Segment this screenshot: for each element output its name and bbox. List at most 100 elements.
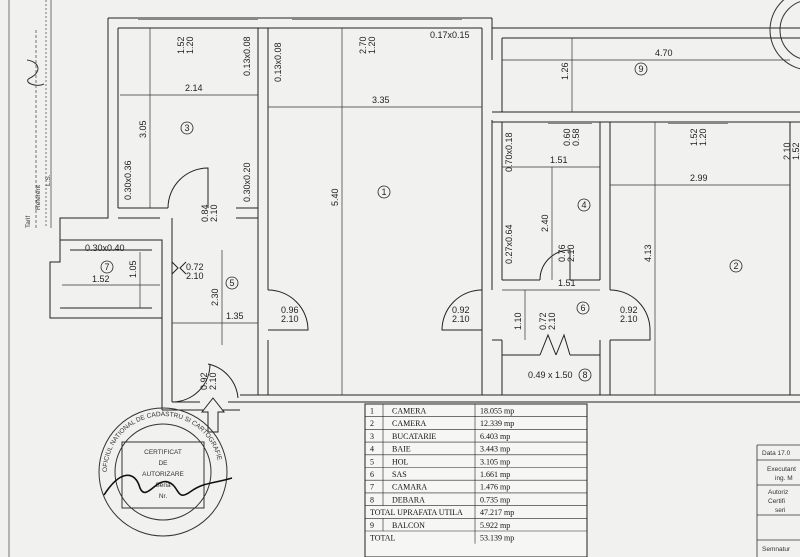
table-room-name: CAMARA: [392, 483, 427, 492]
info-executant-name: ing. M: [775, 475, 793, 482]
room-marker-3: [180, 121, 194, 135]
label-line: 2.10: [186, 271, 204, 281]
room-number-2: 2: [733, 261, 738, 271]
label-line: 0.96: [281, 305, 299, 315]
label-line: 1.20: [367, 36, 377, 54]
room-marker-4: [577, 198, 591, 212]
dim-0-49x1-50: 0.49 x 1.50: [528, 370, 573, 380]
table-room-name: TOTAL: [370, 534, 396, 543]
room-number-6: 6: [580, 303, 585, 313]
entry-arrow: [200, 397, 226, 433]
label-line: 2.10: [566, 244, 576, 262]
table-room-area: 3.443 mp: [480, 445, 510, 454]
info-semnatura: Semnatur: [762, 546, 791, 553]
niche-0-27x0-64: 0.27x0.64: [504, 224, 514, 264]
side-label-tarif: Tarif: [25, 216, 32, 228]
dim-5-40: 5.40: [330, 188, 340, 206]
niche-0-17x0-15: 0.17x0.15: [430, 30, 470, 40]
table-row-number: 8: [370, 495, 374, 504]
info-executant: Executant: [767, 466, 796, 473]
table-room-area: 0.735 mp: [480, 495, 510, 504]
dim-2-14: 2.14: [185, 83, 203, 93]
room-number-3: 3: [184, 123, 189, 133]
niche-0-30x0-40: 0.30x0.40: [85, 243, 125, 253]
dimension-labels: 4.70 1.26 2.14 3.35 3.05 5.40 4.13 2.99 …: [92, 48, 708, 380]
label-line: 2.10: [782, 142, 792, 160]
table-room-name: TOTAL UPRAFATA UTILA: [370, 508, 463, 517]
table-room-area: 3.105 mp: [480, 457, 510, 466]
dim-4-70: 4.70: [655, 48, 673, 58]
label-line: 2.10: [208, 372, 218, 390]
info-seria: seri: [775, 507, 785, 514]
table-room-name: CAMERA: [392, 407, 426, 416]
table-room-name: BALCON: [392, 521, 425, 530]
info-panel: [756, 444, 800, 557]
info-autorizat: Autoriz: [768, 489, 788, 496]
door-0-92-c: 0.922.10: [199, 372, 218, 390]
label-line: 0.84: [200, 204, 210, 222]
label-line: 2.10: [452, 314, 470, 324]
label-line: 2.10: [547, 312, 557, 330]
dim-2-40: 2.40: [540, 214, 550, 232]
dim-1-05: 1.05: [128, 260, 138, 278]
room-number-1: 1: [381, 187, 386, 197]
door-swings: [167, 167, 651, 403]
label-line: 1.52: [176, 36, 186, 54]
label-line: 2.70: [358, 36, 368, 54]
room-number-4: 4: [581, 200, 586, 210]
door-0-76: 0.762.10: [557, 244, 576, 262]
table-room-name: BUCATARIE: [392, 432, 436, 441]
niche-0-13x0-08-b: 0.13x0.08: [273, 42, 283, 82]
label-line: 0.60: [562, 128, 572, 146]
room-number-5: 5: [229, 278, 234, 288]
table-row-number: 7: [370, 483, 374, 492]
side-cut-label: 2.101.52: [782, 142, 800, 160]
window-1-52-1-20-b: 1.521.20: [689, 128, 708, 146]
niche-0-30x0-36: 0.30x0.36: [123, 160, 133, 200]
room-numbers: [100, 62, 743, 382]
dim-1-26: 1.26: [560, 62, 570, 80]
table-row-number: 4: [370, 445, 374, 454]
side-label-ls: L.S.: [45, 174, 52, 186]
table-room-name: CAMERA: [392, 419, 426, 428]
stamp-line: AUTORIZARE: [142, 471, 184, 478]
label-line: 1.52: [689, 128, 699, 146]
dimension-lines: [62, 28, 790, 395]
room-number-7: 7: [104, 262, 109, 272]
table-room-area: 1.476 mp: [480, 483, 510, 492]
top-right-stamp: [769, 0, 800, 70]
window-0-60-0-58: 0.600.58: [562, 128, 581, 146]
room-number-8: 8: [582, 370, 587, 380]
room-marker-8: [578, 368, 592, 382]
room-marker-7: [100, 260, 114, 274]
window-door-labels: 1.521.20 2.701.20 1.521.20 0.600.58 0.84…: [176, 36, 800, 390]
table-row-number: 9: [370, 521, 374, 530]
label-line: 0.92: [452, 305, 470, 315]
table-row-number: 2: [370, 419, 374, 428]
margin-lines: [8, 0, 52, 557]
table-room-name: SAS: [392, 470, 407, 479]
niche-0-30x0-20: 0.30x0.20: [242, 162, 252, 202]
table-row-number: 5: [370, 457, 374, 466]
table-row-number: 1: [370, 407, 374, 416]
stamp-line: Nr.: [159, 493, 168, 500]
niche-0-13x0-08-a: 0.13x0.08: [242, 36, 252, 76]
dim-2-30: 2.30: [210, 288, 220, 306]
table-row-number: 3: [370, 432, 374, 441]
table-room-name: BAIE: [392, 445, 411, 454]
label-line: 0.76: [557, 244, 567, 262]
table-room-area: 6.403 mp: [480, 432, 510, 441]
door-0-84: 0.842.10: [200, 204, 219, 222]
signature-mark-top: [26, 59, 45, 86]
dim-4-13: 4.13: [643, 244, 653, 262]
info-certificat: Certifi: [768, 498, 785, 505]
label-line: 1.52: [791, 142, 800, 160]
room-marker-1: [377, 185, 391, 199]
window-2-70-1-20: 2.701.20: [358, 36, 377, 54]
table-room-name: DEBARA: [392, 495, 425, 504]
info-panel-text: Data 17.0 Executant ing. M Autoriz Certi…: [762, 450, 796, 553]
